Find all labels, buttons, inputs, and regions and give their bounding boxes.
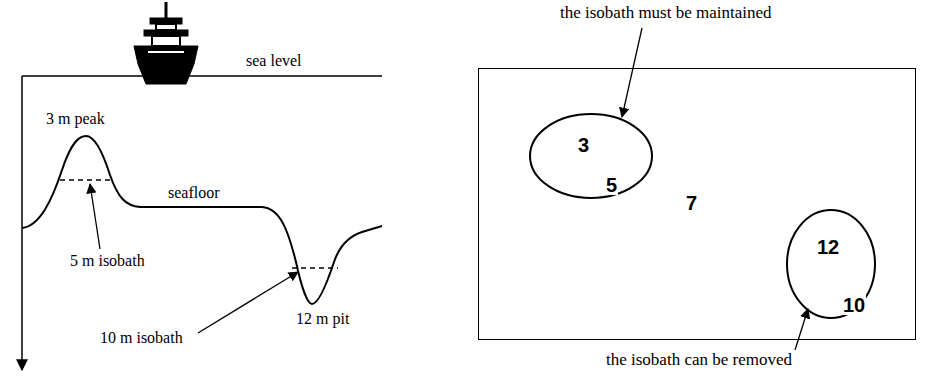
leader-arrow [90, 184, 100, 249]
ellipse-outline [529, 113, 653, 199]
map-frame: 7 35 12 10 [478, 68, 916, 340]
isobath-ellipse: 35 [529, 113, 653, 199]
sea-level-label: sea level [246, 52, 302, 70]
depth-number: 3 [577, 135, 590, 155]
isobath-contour [787, 210, 875, 318]
isobath-contour [530, 114, 652, 198]
pit-label: 12 m pit [296, 310, 349, 328]
isobath-label: 5 m isobath [70, 252, 145, 270]
ship-icon [134, 2, 198, 84]
sea-level-line [22, 75, 382, 77]
isobath-label: 10 m isobath [100, 329, 183, 347]
seafloor-label: seafloor [168, 184, 220, 202]
depth-axis [21, 76, 23, 370]
leader-arrow [198, 272, 298, 333]
depth-number: 10 [842, 295, 866, 315]
isobath-10m [292, 267, 338, 269]
isobath-ellipse: 12 10 [786, 209, 876, 319]
leader-arrow [795, 309, 808, 350]
annotation-note: the isobath can be removed [606, 351, 792, 370]
annotation-note: the isobath must be maintained [560, 4, 772, 23]
seafloor-profile [22, 136, 382, 304]
depth-number: 12 [816, 237, 840, 257]
leader-arrow [622, 28, 642, 117]
depth-number: 5 [605, 175, 618, 195]
depth-number: 7 [685, 193, 698, 213]
peak-label: 3 m peak [46, 110, 105, 128]
isobath-5m [60, 179, 112, 181]
